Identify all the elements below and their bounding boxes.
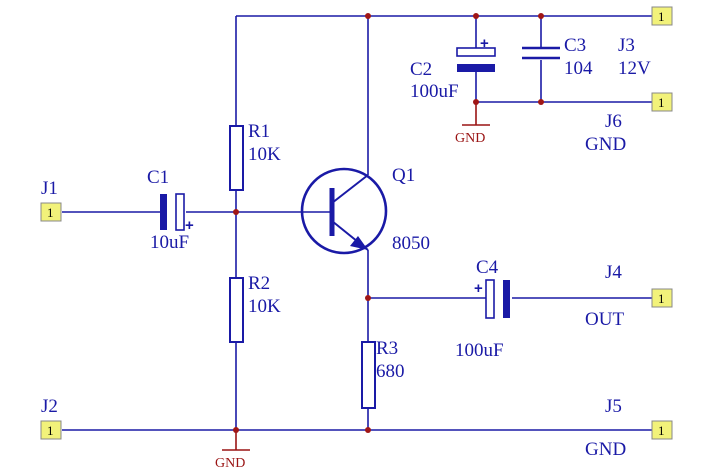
j2-pin: 1 — [47, 423, 54, 438]
c2-ref: C2 — [410, 59, 432, 80]
resistor-r1: R1 10K — [229, 121, 281, 191]
j3-ref: J3 — [618, 35, 635, 56]
resistor-r2: R2 10K — [229, 273, 281, 343]
transistor-q1: Q1 8050 — [300, 165, 430, 255]
j6-pin: 1 — [658, 95, 665, 110]
resistor-r3: R3 680 — [361, 338, 405, 409]
ground-symbol-bottom: GND — [215, 430, 250, 471]
r3-ref: R3 — [376, 338, 398, 359]
c1-polarity: + — [185, 217, 194, 234]
c3-value: 104 — [564, 58, 593, 79]
c1-ref: C1 — [147, 167, 169, 188]
capacitor-c3: C3 104 — [522, 35, 593, 79]
connector-j4: 1 J4 OUT — [585, 262, 673, 330]
c4-polarity: + — [474, 280, 483, 297]
c2-polarity: + — [480, 35, 489, 52]
ground-label-bottom: GND — [215, 456, 245, 471]
junctions — [233, 13, 544, 433]
wires — [62, 15, 652, 431]
capacitor-c1: + C1 10uF — [147, 167, 194, 253]
connector-j1: 1 J1 — [40, 178, 62, 222]
connector-j3: 1 J3 12V — [618, 6, 673, 79]
connector-j5: 1 J5 GND — [585, 396, 673, 460]
c2-value: 100uF — [410, 81, 459, 102]
j2-ref: J2 — [41, 396, 58, 417]
j3-pin: 1 — [658, 9, 665, 24]
j4-net: OUT — [585, 309, 624, 330]
emitter-arrow-icon — [350, 236, 368, 250]
r2-value: 10K — [248, 296, 281, 317]
j4-pin: 1 — [658, 291, 665, 306]
j3-net: 12V — [618, 58, 651, 79]
j1-ref: J1 — [41, 178, 58, 199]
ground-symbol-top: GND — [455, 102, 490, 146]
j6-net: GND — [585, 134, 626, 155]
connector-j6: 1 J6 GND — [585, 92, 673, 155]
c3-ref: C3 — [564, 35, 586, 56]
c1-value: 10uF — [150, 232, 189, 253]
c4-ref: C4 — [476, 257, 499, 278]
j5-ref: J5 — [605, 396, 622, 417]
j5-pin: 1 — [658, 423, 665, 438]
r3-value: 680 — [376, 361, 405, 382]
j1-pin: 1 — [47, 205, 54, 220]
q1-value: 8050 — [392, 233, 430, 254]
connector-j2: 1 J2 — [40, 396, 62, 440]
j6-ref: J6 — [605, 111, 622, 132]
j4-ref: J4 — [605, 262, 622, 283]
ground-label-top: GND — [455, 131, 485, 146]
r1-value: 10K — [248, 144, 281, 165]
r1-ref: R1 — [248, 121, 270, 142]
capacitor-c2: + C2 100uF — [410, 35, 496, 102]
j5-net: GND — [585, 439, 626, 460]
capacitor-c4: + C4 100uF — [455, 257, 510, 361]
r2-ref: R2 — [248, 273, 270, 294]
q1-ref: Q1 — [392, 165, 415, 186]
c4-value: 100uF — [455, 340, 504, 361]
